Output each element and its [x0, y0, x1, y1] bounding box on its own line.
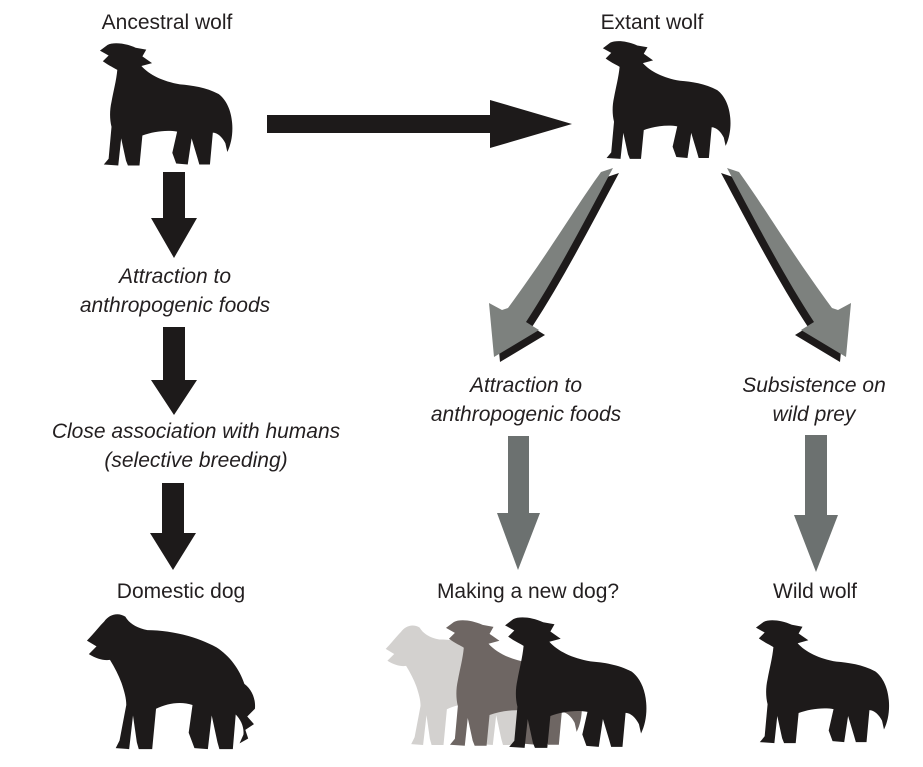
arrow-right-icon: [267, 100, 572, 148]
making-new-dog-label: Making a new dog?: [436, 580, 620, 603]
extant-wild-line2: wild prey: [772, 403, 856, 426]
domestication-step2-line2: (selective breeding): [104, 449, 288, 472]
arrow-down-icon: [150, 483, 196, 570]
domestication-step1-label: Attraction to anthropogenic foods: [80, 262, 270, 320]
wild-wolf-label: Wild wolf: [772, 580, 858, 603]
ancestral-wolf-icon: [99, 43, 233, 166]
wild-wolf-icon: [755, 620, 890, 744]
extant-wolf-icon: [602, 41, 731, 159]
arrow-down-icon: [151, 327, 197, 415]
ancestral-wolf-label: Ancestral wolf: [101, 11, 233, 34]
domestic-dog-label: Domestic dog: [116, 580, 246, 603]
domestic-dog-icon: [86, 614, 256, 750]
curved-arrow-body: [727, 168, 851, 357]
extant-commensal-label: Attraction to anthropogenic foods: [431, 371, 621, 429]
gray-arrow-down-icon: [794, 435, 838, 572]
curved-arrow-down-right-icon: [721, 168, 851, 362]
extant-commensal-line1: Attraction to: [469, 374, 583, 397]
domestication-step2-label: Close association with humans (selective…: [52, 417, 340, 475]
extant-wild-label: Subsistence on wild prey: [742, 371, 886, 429]
new-dog-black-wolf-icon: [505, 617, 647, 748]
domestication-step2-line1: Close association with humans: [51, 420, 341, 443]
extant-commensal-line2: anthropogenic foods: [430, 403, 622, 426]
extant-wild-line1: Subsistence on: [742, 374, 886, 397]
gray-arrow-down-icon: [497, 436, 540, 570]
curved-arrow-body: [489, 168, 613, 357]
domestication-step1-line1: Attraction to: [118, 265, 232, 288]
domestication-step1-line2: anthropogenic foods: [79, 294, 271, 317]
arrow-down-icon: [151, 172, 197, 258]
curved-arrow-down-left-icon: [489, 168, 619, 362]
extant-wolf-label: Extant wolf: [600, 11, 704, 34]
